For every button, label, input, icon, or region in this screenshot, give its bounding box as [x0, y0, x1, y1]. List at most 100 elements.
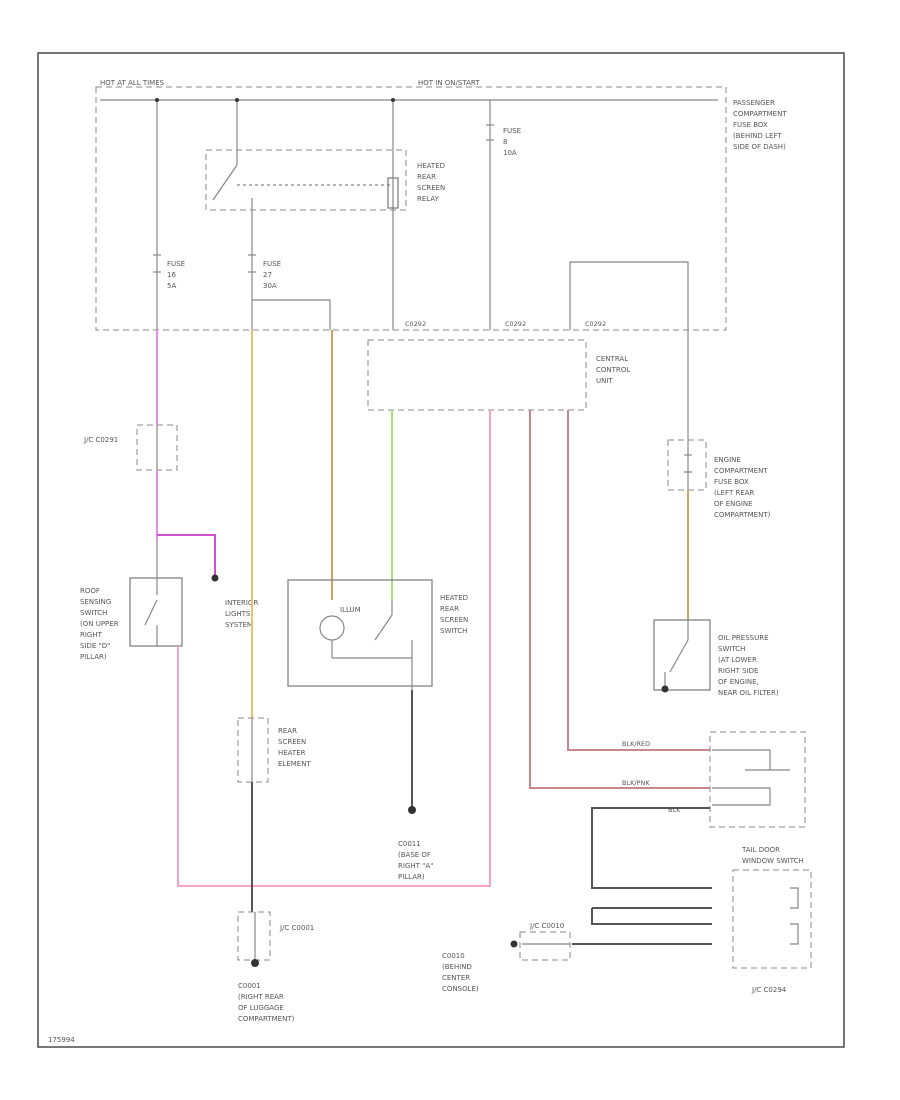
svg-text:HEATER: HEATER — [278, 749, 306, 757]
svg-text:BLK: BLK — [668, 806, 681, 814]
svg-text:PILLAR): PILLAR) — [80, 653, 107, 661]
svg-text:FUSE BOX: FUSE BOX — [714, 478, 749, 486]
figure-id: 175994 — [48, 1036, 75, 1044]
svg-text:5A: 5A — [167, 282, 176, 290]
svg-text:LIGHTS: LIGHTS — [225, 610, 251, 618]
roof-sensing-switch: ROOF SENSING SWITCH (ON UPPER RIGHT SIDE… — [80, 540, 183, 661]
wire-black-pink — [529, 410, 710, 789]
svg-text:SCREEN: SCREEN — [278, 738, 306, 746]
svg-text:PILLAR): PILLAR) — [398, 873, 425, 881]
svg-text:FUSE: FUSE — [503, 127, 521, 135]
svg-text:C0292: C0292 — [505, 320, 526, 328]
svg-text:COMPARTMENT): COMPARTMENT) — [238, 1015, 295, 1023]
svg-text:SYSTEM: SYSTEM — [225, 621, 253, 629]
jc-c0291: J/C C0291 — [83, 424, 178, 471]
fuse-box-connectors: C0292 C0292 C0292 — [405, 320, 606, 328]
svg-text:C0292: C0292 — [585, 320, 606, 328]
svg-text:REAR: REAR — [440, 605, 459, 613]
svg-text:HEATED: HEATED — [417, 162, 445, 170]
svg-text:SWITCH: SWITCH — [80, 609, 107, 617]
svg-text:8: 8 — [503, 138, 507, 146]
svg-text:OIL PRESSURE: OIL PRESSURE — [718, 634, 769, 642]
svg-text:C0010: C0010 — [442, 952, 465, 960]
svg-text:ROOF: ROOF — [80, 587, 100, 595]
svg-text:RIGHT: RIGHT — [80, 631, 103, 639]
svg-text:CONSOLE): CONSOLE) — [442, 985, 479, 993]
svg-text:(LEFT REAR: (LEFT REAR — [714, 489, 755, 497]
ground-c0011: C0011 (BASE OF RIGHT "A" PILLAR) — [398, 840, 433, 881]
svg-text:J/C C0001: J/C C0001 — [279, 924, 314, 932]
heated-rear-screen-relay: HEATED REAR SCREEN RELAY — [205, 149, 445, 330]
svg-text:C0011: C0011 — [398, 840, 421, 848]
svg-text:SIDE "D": SIDE "D" — [80, 642, 110, 650]
svg-text:CENTRAL: CENTRAL — [596, 355, 628, 363]
svg-text:SENSING: SENSING — [80, 598, 111, 606]
fuse-27: FUSE 27 30A — [248, 254, 331, 330]
svg-text:C0001: C0001 — [238, 982, 261, 990]
svg-text:REAR: REAR — [278, 727, 297, 735]
oil-pressure-switch: OIL PRESSURE SWITCH (AT LOWER RIGHT SIDE… — [653, 619, 779, 697]
svg-text:(BASE OF: (BASE OF — [398, 851, 431, 859]
svg-text:COMPARTMENT: COMPARTMENT — [733, 110, 787, 118]
svg-text:HEATED: HEATED — [440, 594, 468, 602]
svg-text:OF LUGGAGE: OF LUGGAGE — [238, 1004, 284, 1012]
svg-text:OF ENGINE,: OF ENGINE, — [718, 678, 759, 686]
svg-text:RELAY: RELAY — [417, 195, 440, 203]
svg-text:BLK/RED: BLK/RED — [622, 740, 650, 748]
ground-c0010: C0010 (BEHIND CENTER CONSOLE) — [442, 952, 479, 993]
svg-text:BLK/PNK: BLK/PNK — [622, 779, 650, 787]
engine-compartment-fuse-box: ENGINE COMPARTMENT FUSE BOX (LEFT REAR O… — [667, 439, 771, 519]
jc-c0001: J/C C0001 — [237, 911, 314, 961]
diagram-frame — [37, 52, 845, 1048]
svg-text:(BEHIND: (BEHIND — [442, 963, 472, 971]
passenger-fuse-box-outline — [95, 86, 727, 331]
svg-text:TAIL DOOR: TAIL DOOR — [741, 846, 780, 854]
svg-text:ENGINE: ENGINE — [714, 456, 741, 464]
fuse-8: FUSE 8 10A — [486, 124, 521, 157]
svg-text:CENTER: CENTER — [442, 974, 470, 982]
svg-text:FUSE: FUSE — [167, 260, 185, 268]
svg-text:(ON UPPER: (ON UPPER — [80, 620, 119, 628]
svg-text:ELEMENT: ELEMENT — [278, 760, 311, 768]
svg-text:RIGHT SIDE: RIGHT SIDE — [718, 667, 758, 675]
ground-c0001: C0001 (RIGHT REAR OF LUGGAGE COMPARTMENT… — [238, 982, 295, 1023]
svg-text:C0292: C0292 — [405, 320, 426, 328]
svg-text:SWITCH: SWITCH — [440, 627, 467, 635]
svg-text:CONTROL: CONTROL — [596, 366, 630, 374]
svg-text:SWITCH: SWITCH — [718, 645, 745, 653]
svg-text:J/C C0291: J/C C0291 — [83, 436, 118, 444]
svg-text:COMPARTMENT): COMPARTMENT) — [714, 511, 771, 519]
svg-text:ILLUM: ILLUM — [340, 606, 361, 614]
svg-text:PASSENGER: PASSENGER — [733, 99, 775, 107]
svg-text:UNIT: UNIT — [596, 377, 613, 385]
svg-text:30A: 30A — [263, 282, 277, 290]
svg-text:SIDE OF DASH): SIDE OF DASH) — [733, 143, 786, 151]
rear-screen-heater-element: REAR SCREEN HEATER ELEMENT — [237, 717, 311, 783]
svg-text:REAR: REAR — [417, 173, 436, 181]
svg-text:RIGHT "A": RIGHT "A" — [398, 862, 433, 870]
svg-text:OF ENGINE: OF ENGINE — [714, 500, 753, 508]
wire-black-red — [567, 410, 710, 751]
svg-text:FUSE: FUSE — [263, 260, 281, 268]
svg-text:(RIGHT REAR: (RIGHT REAR — [238, 993, 284, 1001]
svg-text:FUSE BOX: FUSE BOX — [733, 121, 768, 129]
svg-text:SCREEN: SCREEN — [417, 184, 445, 192]
label-interior-lights-system: INTERIOR — [225, 599, 258, 607]
tail-door-window-switch: TAIL DOOR WINDOW SWITCH — [709, 731, 806, 865]
svg-text:(AT LOWER: (AT LOWER — [718, 656, 757, 664]
svg-text:NEAR OIL FILTER): NEAR OIL FILTER) — [718, 689, 779, 697]
svg-text:(BEHIND LEFT: (BEHIND LEFT — [733, 132, 782, 140]
svg-text:COMPARTMENT: COMPARTMENT — [714, 467, 768, 475]
label-passenger-fuse-box: PASSENGER COMPARTMENT FUSE BOX (BEHIND L… — [733, 99, 787, 151]
label-hot-in-on-start: HOT IN ON/START — [418, 79, 480, 87]
svg-text:J/C C0010: J/C C0010 — [529, 922, 564, 930]
label-hot-at-all-times: HOT AT ALL TIMES — [100, 79, 165, 87]
jc-c0010: J/C C0010 — [519, 922, 571, 961]
svg-text:27: 27 — [263, 271, 272, 279]
central-control-unit: CENTRAL CONTROL UNIT — [367, 339, 630, 411]
svg-text:WINDOW SWITCH: WINDOW SWITCH — [742, 857, 804, 865]
heated-rear-screen-switch: ILLUM HEATED REAR SCREEN SWITCH — [287, 579, 468, 690]
fuse-16: FUSE 16 5A — [153, 254, 185, 290]
wire-pink-loop — [177, 410, 491, 887]
